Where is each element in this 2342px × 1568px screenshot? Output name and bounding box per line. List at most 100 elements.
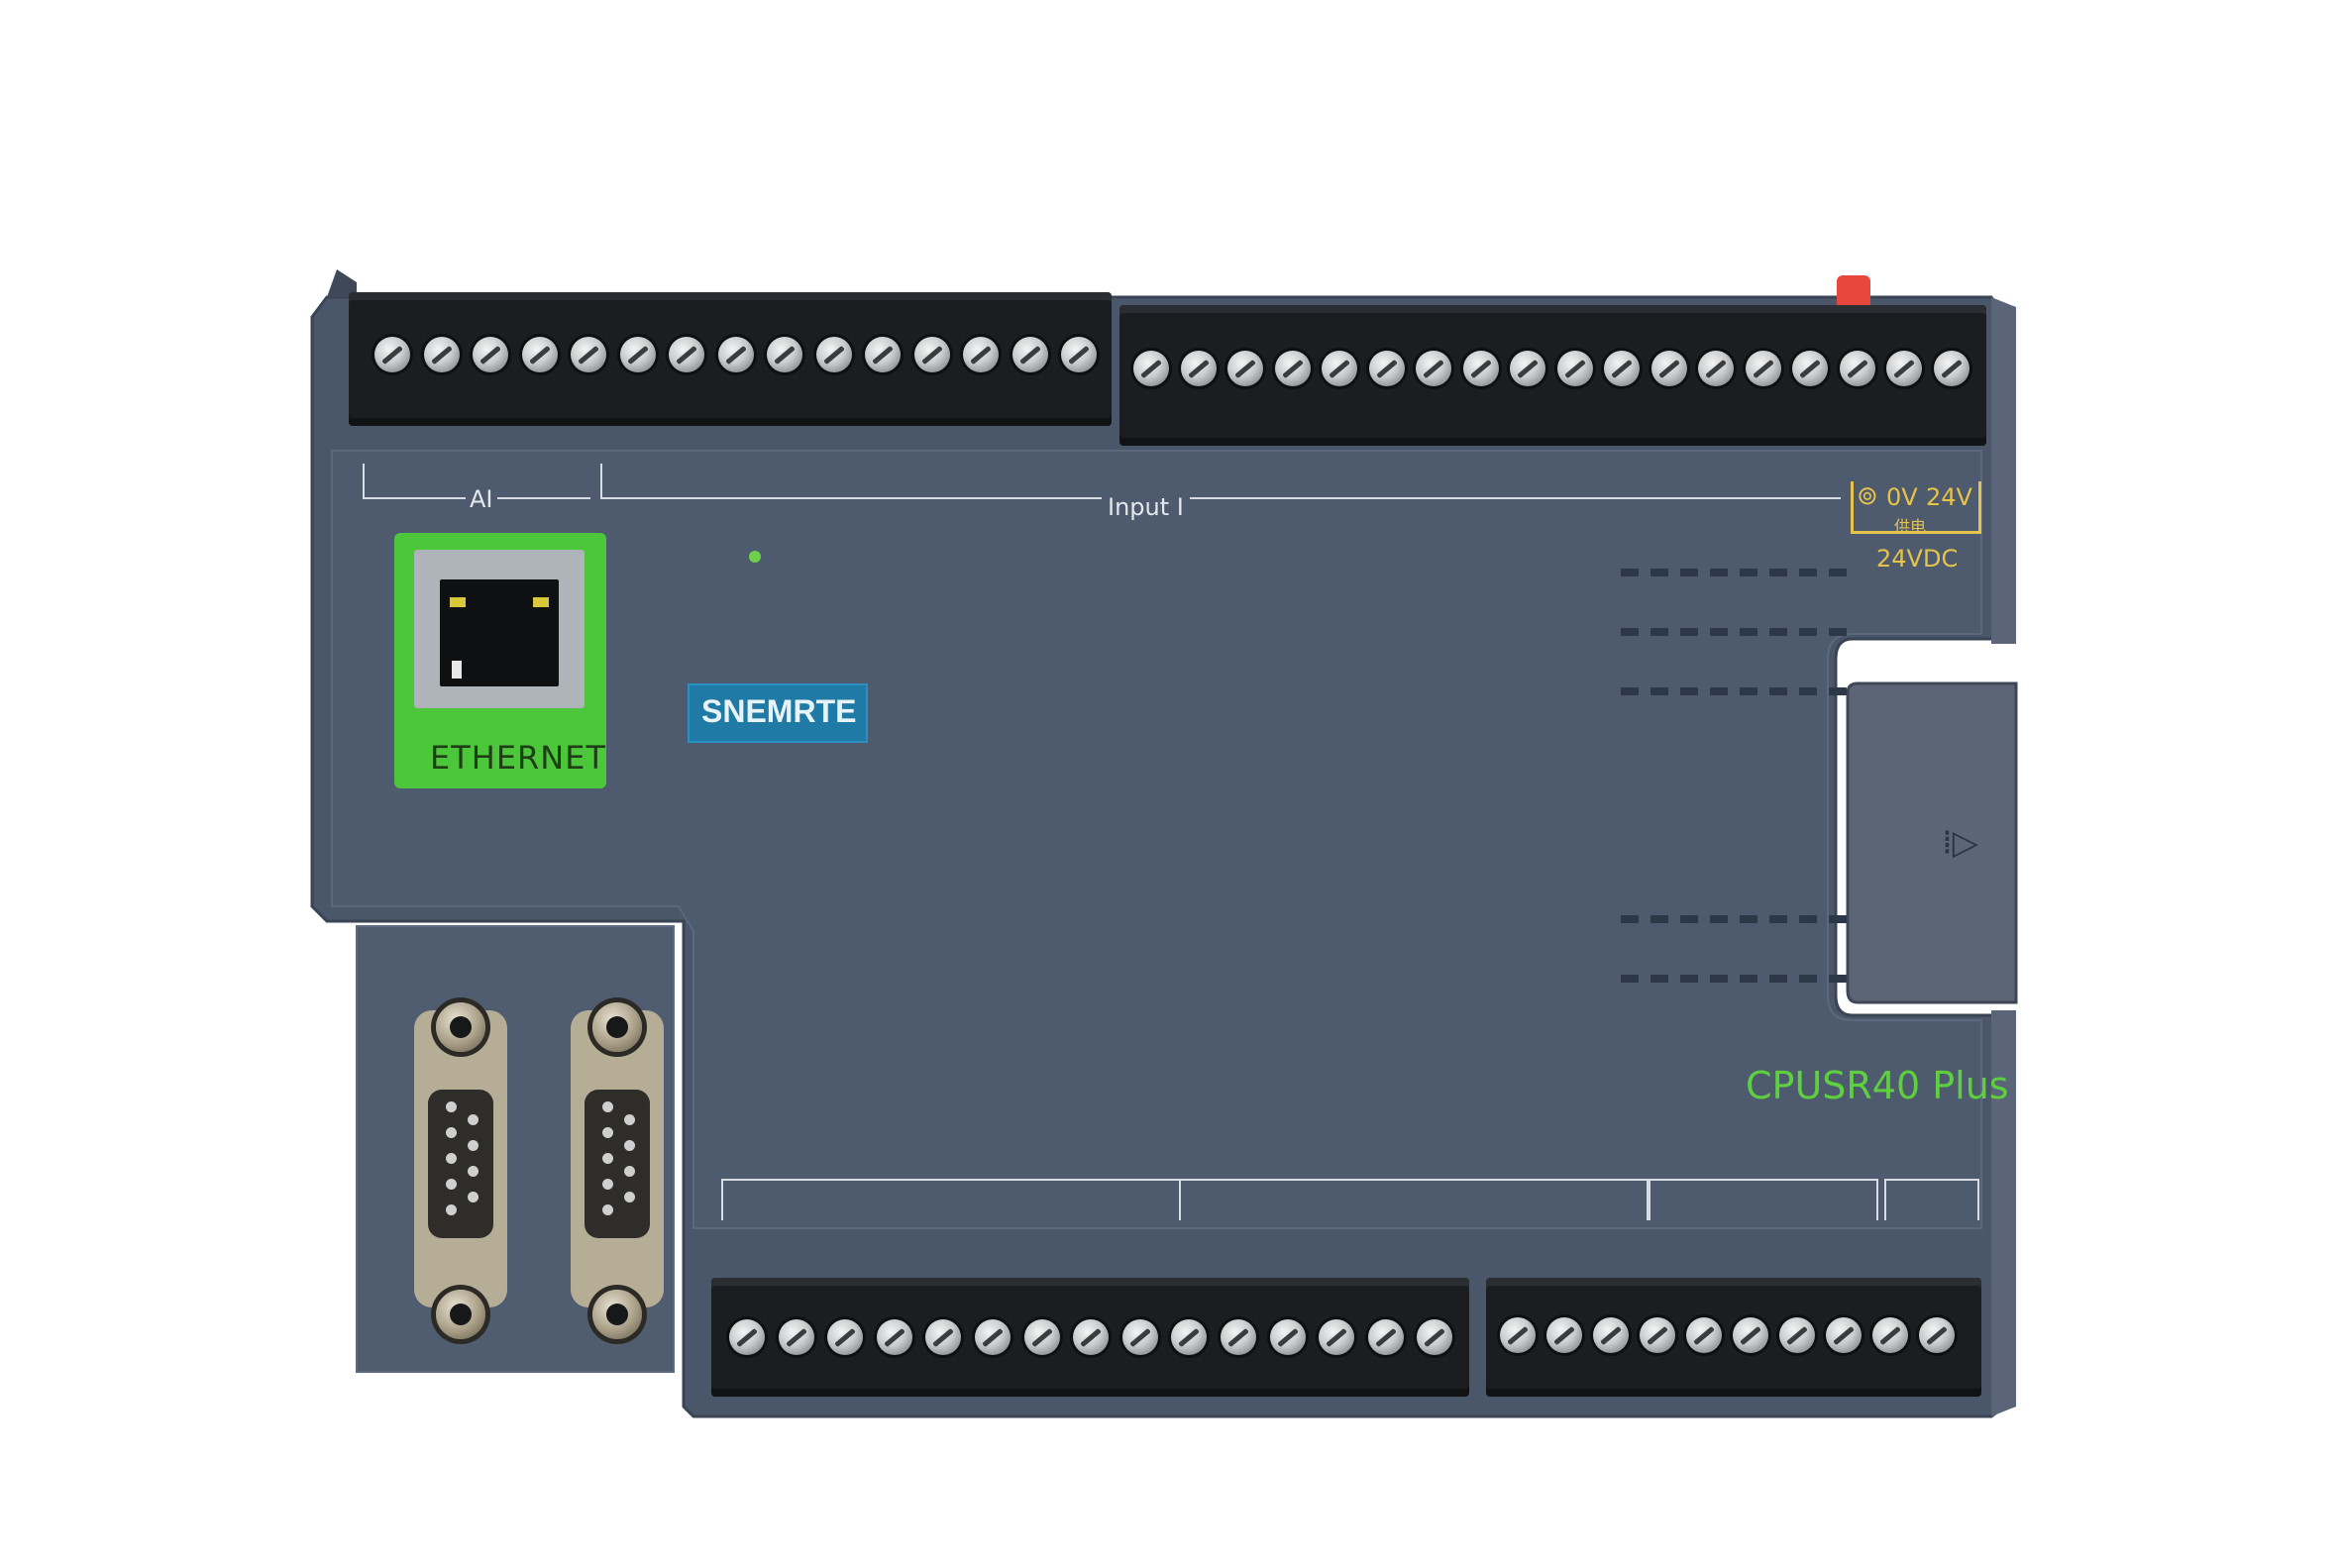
terminal-screw-icon[interactable] bbox=[717, 337, 754, 372]
terminal-screw-icon[interactable] bbox=[729, 1319, 765, 1355]
terminal-screw-icon[interactable] bbox=[913, 337, 950, 372]
terminal-screw-icon[interactable] bbox=[1826, 1317, 1862, 1353]
terminal-screw-icon[interactable] bbox=[1171, 1319, 1208, 1355]
db9-socket bbox=[585, 1090, 650, 1238]
input-group-label: Input I bbox=[1102, 493, 1190, 521]
hex-nut-icon bbox=[592, 1002, 642, 1052]
terminal-screw-icon[interactable] bbox=[815, 337, 852, 372]
terminal-screw-icon[interactable] bbox=[865, 337, 901, 372]
io-led-indicator bbox=[1829, 628, 1847, 636]
terminal-screw-icon[interactable] bbox=[876, 1319, 912, 1355]
db9-pin bbox=[602, 1153, 613, 1164]
terminal-screw-icon[interactable] bbox=[1416, 351, 1451, 386]
terminal-screw-icon[interactable] bbox=[1919, 1317, 1955, 1353]
io-led-indicator bbox=[1740, 687, 1757, 695]
io-led-indicator bbox=[1650, 915, 1668, 923]
terminal-screw-icon[interactable] bbox=[1180, 351, 1217, 386]
io-led-indicator bbox=[1829, 975, 1847, 983]
power-24v-label: 24V bbox=[1926, 483, 1972, 511]
terminal-screw-icon[interactable] bbox=[1779, 1317, 1815, 1353]
terminal-screw-icon[interactable] bbox=[827, 1319, 864, 1355]
io-led-indicator bbox=[1829, 915, 1847, 923]
terminal-screw-icon[interactable] bbox=[1686, 1317, 1722, 1353]
brand-badge bbox=[688, 683, 868, 743]
db9-pin bbox=[446, 1127, 457, 1138]
io-led-indicator bbox=[1710, 628, 1728, 636]
io-led-indicator bbox=[1680, 569, 1698, 576]
terminal-screw-icon[interactable] bbox=[1322, 351, 1357, 386]
terminal-screw-icon[interactable] bbox=[1933, 351, 1969, 386]
terminal-screw-icon[interactable] bbox=[1556, 351, 1593, 386]
terminal-screw-icon[interactable] bbox=[1368, 351, 1405, 386]
io-led-indicator bbox=[1621, 569, 1639, 576]
terminal-screw-icon[interactable] bbox=[619, 337, 656, 372]
power-input-box bbox=[1851, 481, 1981, 534]
io-led-indicator bbox=[1769, 687, 1787, 695]
terminal-screw-icon[interactable] bbox=[1546, 1317, 1582, 1353]
terminal-screw-icon[interactable] bbox=[1593, 1317, 1629, 1353]
terminal-screw-icon[interactable] bbox=[1133, 351, 1169, 386]
ethernet-port[interactable] bbox=[414, 550, 585, 708]
terminal-screw-icon[interactable] bbox=[1872, 1317, 1908, 1353]
io-led-indicator bbox=[1650, 975, 1668, 983]
terminal-screw-icon[interactable] bbox=[1500, 1317, 1536, 1353]
ai-group-label: AI bbox=[466, 485, 497, 513]
terminal-screw-icon[interactable] bbox=[669, 337, 704, 372]
io-led-indicator bbox=[1740, 975, 1757, 983]
terminal-screw-icon[interactable] bbox=[1886, 351, 1922, 386]
io-led-indicator bbox=[1621, 915, 1639, 923]
rj45-clip bbox=[452, 661, 462, 679]
svg-text:⁞▷: ⁞▷ bbox=[1942, 823, 1979, 863]
terminal-screw-icon[interactable] bbox=[963, 337, 999, 372]
brand-name: SNEMRTE bbox=[701, 693, 857, 729]
ethernet-label: ETHERNET bbox=[430, 739, 606, 777]
terminal-screw-icon[interactable] bbox=[1417, 1319, 1453, 1355]
io-led-indicator bbox=[1769, 628, 1787, 636]
terminal-screw-icon[interactable] bbox=[374, 337, 410, 372]
terminal-screw-icon[interactable] bbox=[1604, 351, 1640, 386]
terminal-screw-icon[interactable] bbox=[1367, 1319, 1404, 1355]
terminal-screw-icon[interactable] bbox=[1319, 1319, 1355, 1355]
db9-pin bbox=[624, 1166, 635, 1177]
terminal-screw-icon[interactable] bbox=[473, 337, 508, 372]
terminal-screw-icon[interactable] bbox=[767, 337, 802, 372]
terminal-screw-icon[interactable] bbox=[1269, 1319, 1306, 1355]
db9-pin bbox=[468, 1192, 479, 1202]
terminal-screw-icon[interactable] bbox=[1650, 351, 1687, 386]
terminal-screw-icon[interactable] bbox=[1073, 1319, 1110, 1355]
terminal-screw-icon[interactable] bbox=[1510, 351, 1545, 386]
db9-pin bbox=[446, 1101, 457, 1112]
terminal-screw-icon[interactable] bbox=[1121, 1319, 1158, 1355]
db9-pin bbox=[602, 1127, 613, 1138]
terminal-screw-icon[interactable] bbox=[975, 1319, 1011, 1355]
db9-pin bbox=[468, 1166, 479, 1177]
terminal-screw-icon[interactable] bbox=[1274, 351, 1311, 386]
terminal-screw-icon[interactable] bbox=[925, 1319, 962, 1355]
terminal-screw-icon[interactable] bbox=[1839, 351, 1875, 386]
terminal-screw-icon[interactable] bbox=[1227, 351, 1263, 386]
terminal-screw-icon[interactable] bbox=[1061, 337, 1097, 372]
terminal-screw-icon[interactable] bbox=[1745, 351, 1781, 386]
hex-nut-icon bbox=[436, 1002, 485, 1052]
db9-pin bbox=[624, 1114, 635, 1125]
terminal-screw-icon[interactable] bbox=[1698, 351, 1734, 386]
io-led-indicator bbox=[1799, 915, 1817, 923]
terminal-screw-icon[interactable] bbox=[1011, 337, 1048, 372]
power-0v-label: 0V bbox=[1886, 483, 1918, 511]
terminal-screw-icon[interactable] bbox=[1733, 1317, 1768, 1353]
terminal-screw-icon[interactable] bbox=[521, 337, 558, 372]
db9-pin bbox=[602, 1204, 613, 1215]
io-led-indicator bbox=[1829, 569, 1847, 576]
io-led-indicator bbox=[1710, 915, 1728, 923]
terminal-screw-icon[interactable] bbox=[1640, 1317, 1675, 1353]
db9-port-icon[interactable] bbox=[571, 1010, 664, 1307]
terminal-screw-icon[interactable] bbox=[1792, 351, 1828, 386]
terminal-screw-icon[interactable] bbox=[1023, 1319, 1060, 1355]
terminal-screw-icon[interactable] bbox=[571, 337, 606, 372]
io-led-indicator bbox=[1710, 687, 1728, 695]
terminal-screw-icon[interactable] bbox=[423, 337, 460, 372]
terminal-screw-icon[interactable] bbox=[1221, 1319, 1256, 1355]
db9-port-icon[interactable] bbox=[414, 1010, 507, 1307]
terminal-screw-icon[interactable] bbox=[778, 1319, 814, 1355]
terminal-screw-icon[interactable] bbox=[1462, 351, 1499, 386]
